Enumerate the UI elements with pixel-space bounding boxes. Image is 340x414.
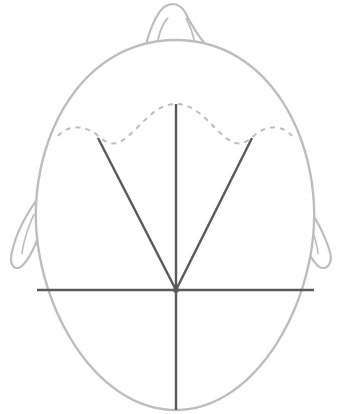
center-point	[173, 287, 179, 293]
